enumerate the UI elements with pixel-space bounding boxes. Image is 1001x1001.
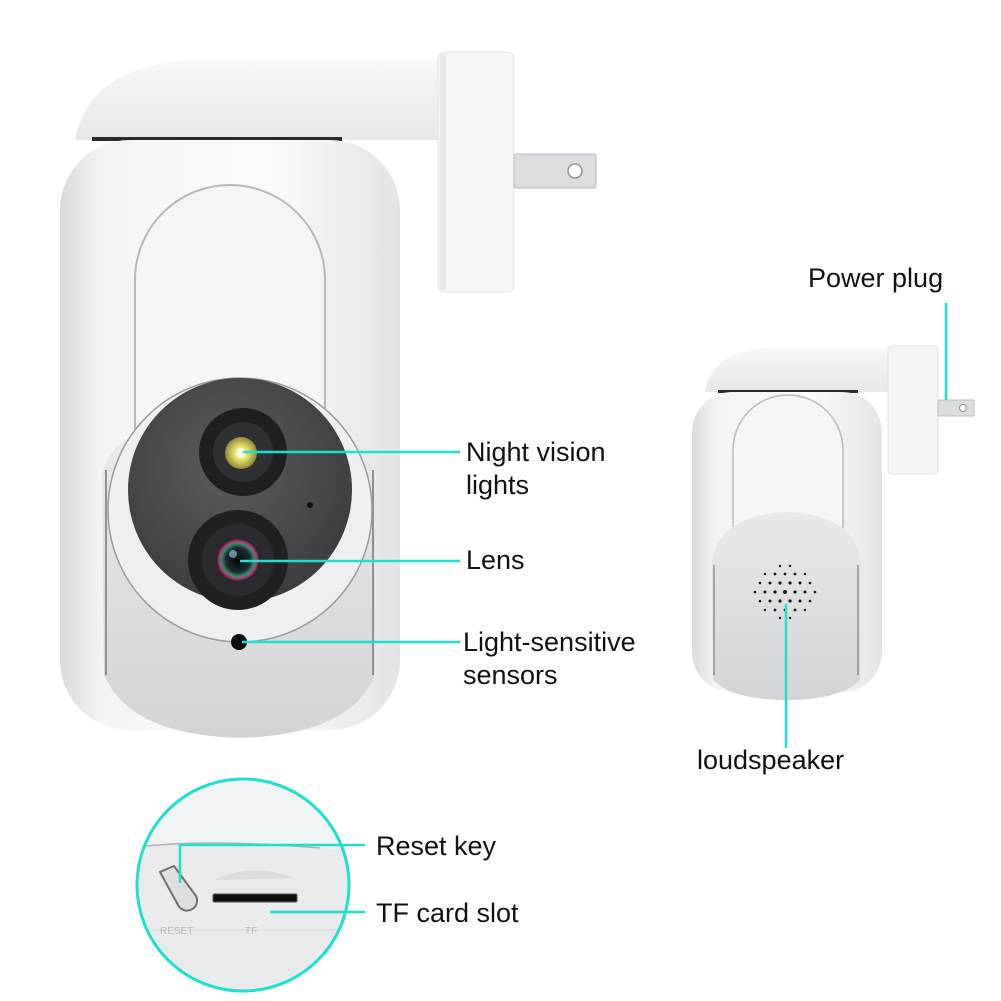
callout-tf-card-slot: TF card slot	[376, 897, 519, 930]
callout-line-1: Reset key	[376, 831, 497, 861]
camera-lens	[216, 538, 260, 582]
plug-prong	[513, 153, 597, 189]
callout-line-2: lights	[466, 470, 530, 500]
detail-inset: RESET TF	[135, 777, 365, 993]
callout-line-1: Power plug	[808, 263, 944, 293]
callout-light-sensitive-sensors: Light-sensitive sensors	[463, 626, 636, 692]
reset-engraving: RESET	[160, 926, 193, 937]
tf-card-slot	[212, 893, 298, 903]
side-camera-illustration	[692, 303, 975, 748]
callout-line-1: Night vision	[466, 437, 606, 467]
mount-arm	[75, 60, 440, 140]
callout-night-vision-lights: Night vision lights	[466, 436, 606, 502]
callout-line-1: loudspeaker	[697, 745, 845, 775]
reset-key	[158, 864, 199, 912]
callout-reset-key: Reset key	[376, 830, 496, 863]
tf-engraving: TF	[245, 926, 257, 937]
callout-power-plug: Power plug	[808, 262, 943, 295]
callout-loudspeaker: loudspeaker	[697, 744, 844, 777]
callout-line-2: sensors	[463, 660, 558, 690]
callout-lens: Lens	[466, 544, 525, 577]
callout-line-1: TF card slot	[376, 898, 519, 928]
main-leader-lines	[240, 450, 460, 644]
speaker-grille	[753, 564, 817, 620]
light-sensor	[231, 634, 247, 650]
callout-line-1: Lens	[466, 545, 525, 575]
callout-line-1: Light-sensitive	[463, 627, 636, 657]
plug-housing	[437, 51, 515, 293]
